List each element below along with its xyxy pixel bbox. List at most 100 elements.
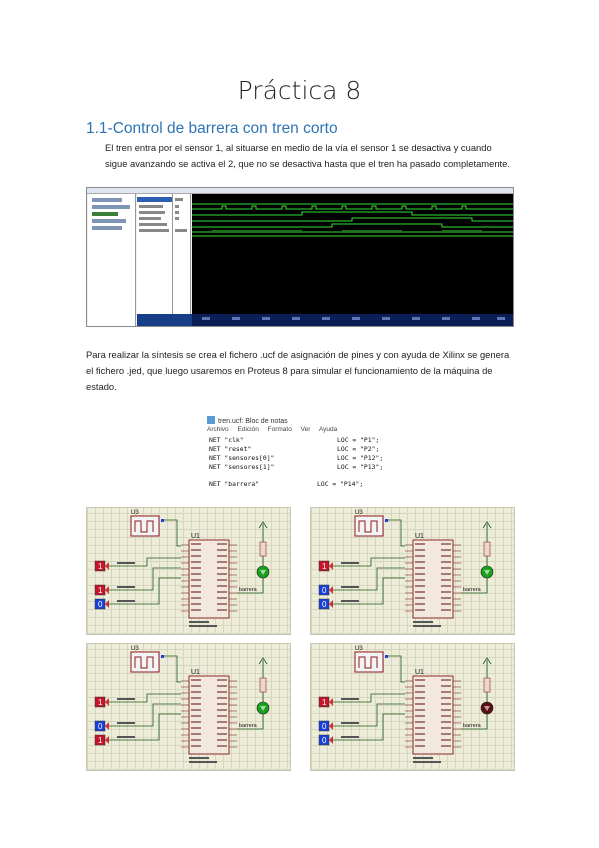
menu-ayuda[interactable]: Ayuda (318, 426, 338, 433)
logic-input-value: 1 (98, 736, 103, 745)
clock-pin (161, 655, 164, 658)
wire-barrera (461, 708, 488, 730)
input-arrow (329, 722, 333, 730)
menu-edicion[interactable]: Edición (237, 426, 259, 433)
clock-label: U3 (355, 510, 363, 516)
chip-pin-label (441, 703, 451, 705)
chip-pin-label (441, 573, 451, 575)
clock-label: U3 (131, 510, 139, 516)
notepad-title: tren.ucf: Bloc de notas (207, 416, 288, 425)
chip-pin-label (441, 739, 451, 741)
clock-pin (385, 655, 388, 658)
chip-pin-label (191, 679, 201, 681)
chip-pin-label (441, 745, 451, 747)
logic-input-value: 1 (322, 698, 327, 707)
wire-input (333, 693, 405, 703)
chip-footer-text (413, 757, 433, 759)
chip-pin-label (415, 721, 425, 723)
paragraph-sensor-description: El tren entra por el sensor 1, al situar… (105, 142, 510, 169)
menu-ver[interactable]: Ver (300, 426, 311, 433)
chip-pin-label (441, 579, 451, 581)
chip-pin-label (191, 727, 201, 729)
led-diode-icon (484, 570, 490, 575)
section-heading: 1.1-Control de barrera con tren corto (86, 120, 338, 137)
wire-input (333, 557, 405, 567)
ucf-net-3: NET "sensores[1]" (209, 463, 275, 471)
waveform-traces (192, 203, 513, 237)
chip-pin-label (441, 609, 451, 611)
ucf-net-0: NET "clk" (209, 436, 244, 444)
wire-net-label (117, 600, 135, 602)
ucf-net-1: NET "reset" (209, 445, 252, 453)
chip-pin-label (441, 709, 451, 711)
clock-waveform-icon (358, 520, 378, 533)
notepad-menu: Archivo Edición Formato Ver Ayuda (207, 426, 344, 433)
chip-pin-label (415, 703, 425, 705)
output-net-label: barrera (463, 587, 482, 593)
sim-time-ruler (192, 314, 513, 326)
chip-pin-label (217, 579, 227, 581)
chip-pin-label (415, 591, 425, 593)
chip-pin-label (191, 549, 201, 551)
logic-input-value: 0 (322, 586, 327, 595)
chip-pin-label (415, 585, 425, 587)
chip-pin-label (191, 739, 201, 741)
chip-pin-label (217, 603, 227, 605)
chip-pin-label (217, 591, 227, 593)
chip-pin-label (441, 585, 451, 587)
wire-net-label (117, 722, 135, 724)
power-icon (258, 657, 268, 665)
wire-net-label (341, 562, 359, 564)
clock-waveform-icon (134, 656, 154, 669)
chip-pin-label (217, 679, 227, 681)
chip-pin-label (191, 585, 201, 587)
chip-pin-label (415, 739, 425, 741)
chip-pin-label (191, 609, 201, 611)
chip-pin-label (191, 685, 201, 687)
chip-pin-label (217, 697, 227, 699)
input-arrow (329, 586, 333, 594)
chip-pin-label (441, 715, 451, 717)
chip-label: U1 (191, 669, 200, 676)
input-arrow (329, 562, 333, 570)
logic-input-value: 0 (98, 600, 103, 609)
menu-formato[interactable]: Formato (267, 426, 292, 433)
chip-pin-label (415, 561, 425, 563)
menu-archivo[interactable]: Archivo (207, 426, 229, 433)
input-arrow (105, 698, 109, 706)
chip-footer-text (413, 625, 441, 627)
clock-pin (161, 519, 164, 522)
input-arrow (105, 562, 109, 570)
chip-pin-label (191, 555, 201, 557)
input-arrow (105, 722, 109, 730)
chip-pin-label (441, 597, 451, 599)
chip-pin-label (441, 733, 451, 735)
wire-net-label (117, 562, 135, 564)
resistor (483, 677, 491, 693)
notepad-ucf-window: tren.ucf: Bloc de notas Archivo Edición … (207, 416, 427, 496)
ucf-loc-1: LOC = "P2"; (337, 445, 380, 453)
ucf-net-4: NET "barrera" (209, 480, 260, 488)
simulation-waveform-screenshot (86, 187, 514, 327)
wire-net-label (117, 736, 135, 738)
chip-pin-label (191, 709, 201, 711)
chip-pin-label (191, 691, 201, 693)
output-net-label: barrera (239, 723, 258, 729)
chip-pin-label (415, 715, 425, 717)
wire-net-label (341, 600, 359, 602)
resistor (483, 541, 491, 557)
wire-net-label (341, 736, 359, 738)
chip-footer-text (413, 621, 433, 623)
chip-pin-label (415, 543, 425, 545)
output-net-label: barrera (463, 723, 482, 729)
ucf-loc-0: LOC = "P1"; (337, 436, 380, 444)
chip-pin-label (415, 709, 425, 711)
logic-input-value: 0 (98, 722, 103, 731)
chip-pin-label (217, 739, 227, 741)
ucf-net-2: NET "sensores[0]" (209, 454, 275, 462)
